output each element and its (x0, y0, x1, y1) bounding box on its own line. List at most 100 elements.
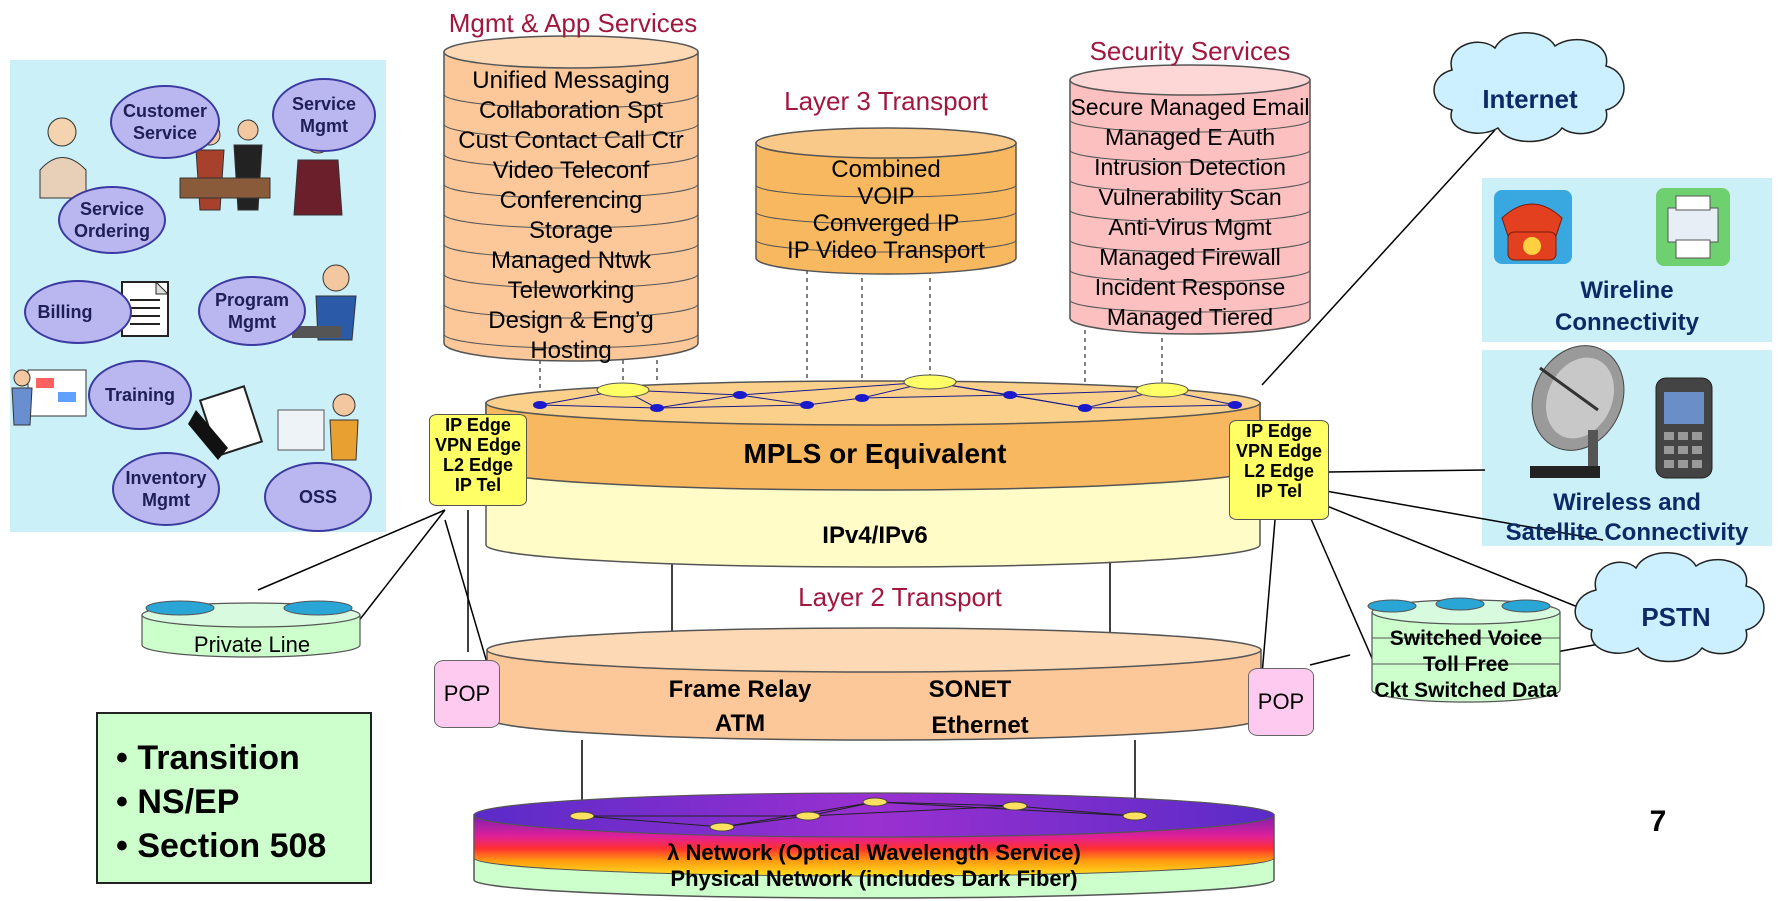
training-label: Training (104, 385, 175, 405)
mgmt-app-heading: Mgmt & App Services (448, 8, 698, 38)
program-mgmt-bubble: Program Mgmt (198, 276, 306, 346)
mgmt-app-item-2: Cust Contact Call Ctr (458, 127, 684, 154)
atm-label: ATM (714, 710, 766, 737)
oss-bubble: OSS (264, 462, 372, 532)
service-ordering-label: Service Ordering (73, 199, 150, 241)
mgmt-app-item-5: Storage (528, 217, 614, 244)
layer2-heading: Layer 2 Transport (798, 582, 1002, 612)
internet-label: Internet (1482, 84, 1578, 114)
service-mgmt-label: Service Mgmt (291, 94, 357, 136)
private-line-label: Private Line (193, 632, 311, 657)
optical-cylinder (473, 792, 1275, 899)
oss-label: OSS (298, 487, 337, 507)
mgmt-app-item-0: Unified Messaging (472, 67, 670, 94)
pop-right-label: POP (1257, 689, 1305, 714)
program-mgmt-label: Program Mgmt (214, 290, 290, 332)
mgmt-app-cylinder (443, 35, 699, 362)
edge-left-item-2: L2 Edge (442, 455, 513, 475)
people-illustrations (11, 117, 359, 461)
customer-service-label: Customer Service (123, 101, 208, 143)
layer3-cylinder (755, 127, 1017, 275)
mgmt-app-item-3: Video Teleconf (492, 157, 650, 184)
edge-left-item-1: VPN Edge (434, 435, 522, 455)
mgmt-app-item-9: Hosting (530, 337, 612, 364)
wireless-title-1: Wireless and (1553, 489, 1701, 516)
mgmt-app-item-8: Design & Eng’g (488, 307, 654, 334)
billing-bubble: Billing (24, 280, 132, 344)
mobile-phone-icon (1655, 377, 1713, 479)
core-cylinder (485, 380, 1261, 568)
switched-item-2: Ckt Switched Data (1374, 679, 1558, 702)
service-ordering-bubble: Service Ordering (58, 186, 166, 254)
mesh-nodes (533, 391, 1242, 412)
edge-left-item-3: IP Tel (454, 475, 502, 495)
security-item-2: Intrusion Detection (1094, 154, 1286, 180)
lambda-network-label: λ Network (Optical Wavelength Service) (667, 840, 1081, 865)
training-bubble: Training (88, 360, 192, 430)
ip-label: IPv4/IPv6 (822, 522, 928, 549)
security-item-5: Managed Firewall (1099, 244, 1281, 270)
inventory-mgmt-label: Inventory Mgmt (125, 468, 207, 510)
layer3-item-1: VOIP (857, 183, 915, 210)
edge-right-item-2: L2 Edge (1243, 461, 1314, 481)
layer3-heading: Layer 3 Transport (784, 86, 988, 116)
layer3-item-0: Combined (831, 156, 941, 183)
mgmt-app-item-6: Managed Ntwk (490, 247, 652, 274)
printer-icon (1656, 188, 1730, 266)
edge-right-item-0: IP Edge (1246, 421, 1312, 441)
pop-left: POP (434, 660, 500, 728)
wireline-title-1: Wireline (1580, 277, 1674, 304)
edge-right-item-3: IP Tel (1255, 481, 1303, 501)
mgmt-app-item-7: Teleworking (507, 277, 635, 304)
layer2-cylinder (486, 627, 1262, 741)
edge-right-item-1: VPN Edge (1235, 441, 1323, 461)
bullet-box: • Transition • NS/EP • Section 508 (96, 712, 372, 884)
pstn-label: PSTN (1641, 602, 1711, 632)
edge-left-item-0: IP Edge (445, 415, 511, 435)
wireless-title-2: Satellite Connectivity (1505, 519, 1749, 546)
billing-label: Billing (37, 302, 93, 322)
mesh-routers (596, 374, 1189, 398)
security-cylinder (1069, 64, 1311, 335)
switched-item-1: Toll Free (1423, 653, 1509, 676)
telephone-icon (1494, 190, 1572, 264)
security-item-0: Secure Managed Email (1070, 94, 1310, 120)
ethernet-label: Ethernet (931, 712, 1029, 739)
mgmt-app-item-1: Collaboration Spt (478, 97, 664, 124)
security-heading: Security Services (1089, 36, 1291, 66)
page-number: 7 (1649, 805, 1667, 838)
layer3-item-3: IP Video Transport (787, 237, 985, 264)
layer3-item-2: Converged IP (812, 210, 960, 237)
security-item-6: Incident Response (1094, 274, 1286, 300)
physical-network-label: Physical Network (includes Dark Fiber) (670, 866, 1078, 891)
satellite-dish-icon (1530, 345, 1625, 478)
private-line-cylinder (141, 600, 361, 658)
mgmt-app-item-4: Conferencing (499, 187, 643, 214)
pstn-cloud (1574, 552, 1765, 663)
sonet-label: SONET (928, 676, 1012, 703)
service-mgmt-bubble: Service Mgmt (272, 78, 376, 152)
security-item-3: Vulnerability Scan (1098, 184, 1282, 210)
mpls-label: MPLS or Equivalent (743, 438, 1007, 469)
switched-cylinder (1367, 597, 1561, 703)
inventory-mgmt-bubble: Inventory Mgmt (112, 452, 220, 526)
frame-relay-label: Frame Relay (668, 676, 812, 703)
security-item-1: Managed E Auth (1104, 124, 1276, 150)
bullet-transition: • Transition (116, 739, 300, 777)
pop-left-label: POP (443, 681, 491, 706)
security-item-7: Managed Tiered (1106, 304, 1274, 330)
bullet-nsep: • NS/EP (116, 783, 240, 821)
customer-service-bubble: Customer Service (110, 85, 220, 159)
internet-cloud (1433, 32, 1625, 143)
switched-item-0: Switched Voice (1389, 627, 1543, 650)
bullet-section508: • Section 508 (116, 827, 327, 865)
security-item-4: Anti-Virus Mgmt (1108, 214, 1272, 240)
wireline-title-2: Connectivity (1554, 309, 1700, 336)
